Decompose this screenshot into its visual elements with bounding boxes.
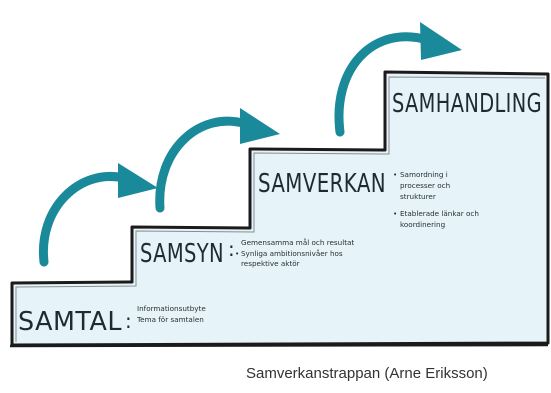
step-bullet: respektive aktör [241,259,300,268]
step-bullet: processer och [400,181,450,190]
arrow-head-3 [420,22,462,60]
step-bullet-marker: • [393,170,397,179]
arrow-head-1 [118,163,158,198]
step-bullet: strukturer [400,192,436,201]
arrows [38,22,462,267]
step-bullet: Gemensamma mål och resultat [241,238,354,247]
step-bullet: Tema för samtalen [136,315,204,324]
staircase-inner-line [15,76,546,342]
step-bullet: Etablerade länkar och [400,209,479,218]
arrow-head-2 [240,108,280,144]
diagram-caption: Samverkanstrappan (Arne Eriksson) [246,365,488,382]
step-bullet-marker: • [235,249,239,258]
step-colon: : [125,309,132,333]
step-colon: : [228,237,235,261]
arrow-curve-1 [38,172,129,267]
step-bullet: Samordning i [400,170,448,179]
step-bullet: Informationsutbyte [137,304,206,313]
step-bullet: koordinering [400,220,445,229]
step-bullet-marker: • [393,209,397,218]
step-title-samtal: SAMTAL [18,307,122,337]
step-bullet: Synliga ambitionsnivåer hos [241,249,343,258]
step-title-samhandling: SAMHANDLING [392,89,542,119]
step-title-samsyn: SAMSYN [140,239,224,269]
arrow-curve-2 [155,116,251,213]
staircase-shape [10,70,550,347]
ground-line [9,343,549,348]
step-title-samverkan: SAMVERKAN [258,169,386,199]
arrow-curve-3 [334,32,433,137]
